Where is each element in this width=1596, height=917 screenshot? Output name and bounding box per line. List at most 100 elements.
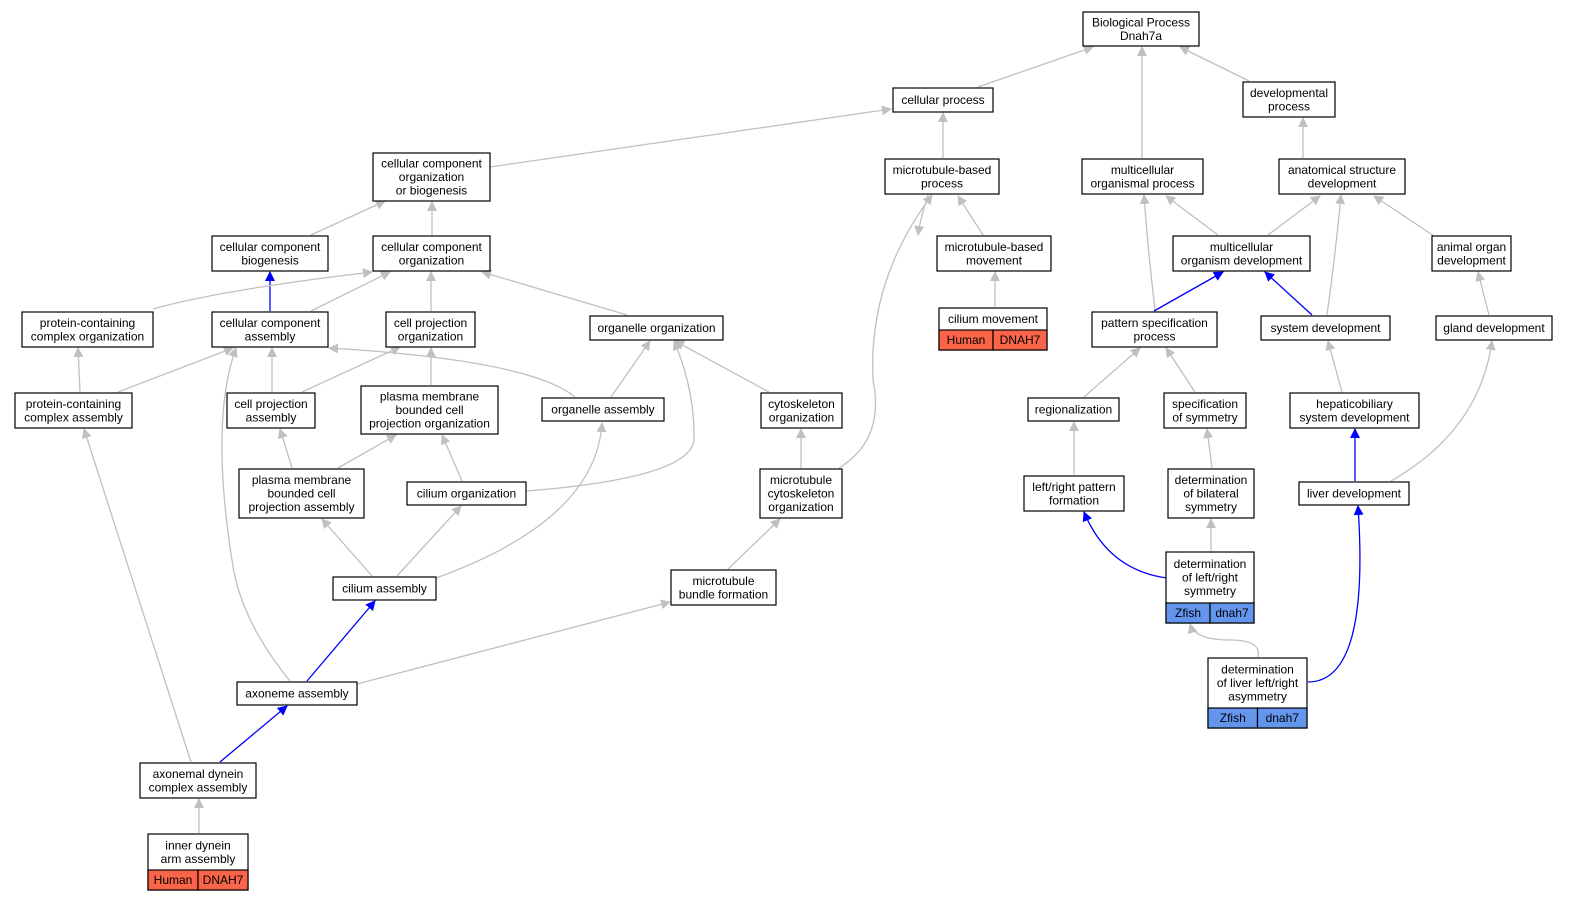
term-label-line: microtubule — [692, 574, 754, 588]
term-label-line: process — [921, 176, 963, 190]
term-label-line: regionalization — [1035, 403, 1112, 417]
term-label-line: organelle organization — [597, 321, 715, 335]
species-cell-label: Zfish — [1220, 711, 1246, 725]
term-label-line: determination — [1174, 557, 1247, 571]
term-label-line: cellular component — [381, 240, 482, 254]
term-box — [670, 569, 777, 606]
term-box — [884, 158, 1000, 195]
term-box — [21, 311, 154, 348]
term-box — [589, 315, 724, 341]
term-label-line: specification — [1172, 397, 1238, 411]
term-label-line: cell projection — [394, 316, 467, 330]
gene-cell-label: DNAH7 — [1000, 333, 1041, 347]
term-label-line: cilium assembly — [342, 582, 427, 596]
term-label-line: bounded cell — [267, 487, 335, 501]
term-box — [332, 576, 437, 601]
term-label-line: development — [1437, 253, 1506, 267]
is-a-edge — [117, 346, 234, 393]
is-a-edge-highlighted — [1082, 511, 1168, 579]
term-box — [139, 762, 257, 799]
term-box — [541, 397, 665, 422]
term-box — [936, 235, 1052, 272]
go-term-system-development[interactable]: system development — [1260, 315, 1391, 341]
is-a-edge — [1165, 347, 1196, 393]
go-term-organelle-organization[interactable]: organelle organization — [589, 315, 724, 341]
term-label-line: bounded cell — [395, 403, 463, 417]
term-label-line: biogenesis — [241, 253, 298, 267]
go-term-cellular-process[interactable]: cellular process — [892, 87, 994, 113]
go-term-cilium-organization[interactable]: cilium organization — [406, 481, 527, 506]
is-a-edge — [1475, 271, 1490, 316]
term-box — [226, 392, 316, 429]
gene-cell — [1209, 602, 1255, 624]
term-label-line: Biological Process — [1092, 15, 1190, 29]
term-label-line: microtubule-based — [893, 163, 992, 177]
term-box — [372, 235, 491, 272]
term-label-line: assembly — [246, 410, 297, 424]
is-a-edge — [957, 195, 984, 236]
term-label-line: organization — [768, 500, 833, 514]
term-label-line: animal organ — [1437, 240, 1506, 254]
is-a-edge — [73, 347, 84, 393]
term-box — [1027, 397, 1120, 422]
is-a-edge — [489, 105, 892, 168]
term-label-line: anatomical structure — [1288, 163, 1396, 177]
term-box — [1091, 311, 1218, 348]
go-term-cilium-assembly[interactable]: cilium assembly — [332, 576, 437, 601]
term-box — [1081, 158, 1204, 195]
go-term-organelle-assembly[interactable]: organelle assembly — [541, 397, 665, 422]
term-label-line: system development — [1299, 410, 1410, 424]
gene-cell — [1256, 707, 1308, 729]
term-box — [1023, 475, 1125, 512]
go-term-gland-development[interactable]: gland development — [1435, 315, 1553, 341]
term-label-line: system development — [1270, 321, 1381, 335]
term-label-line: organization — [398, 329, 463, 343]
term-label-line: cytoskeleton — [768, 487, 835, 501]
is-a-edge — [441, 434, 463, 482]
term-label-line: complex organization — [31, 329, 144, 343]
species-cell-label: Human — [947, 333, 986, 347]
go-term-axoneme-assembly[interactable]: axoneme assembly — [236, 681, 358, 706]
term-label-line: cellular component — [220, 316, 321, 330]
go-term-regionalization[interactable]: regionalization — [1027, 397, 1120, 422]
is-a-edge — [356, 599, 671, 685]
term-label-line: axonemal dynein — [153, 767, 244, 781]
is-a-edge — [1390, 340, 1496, 482]
gene-cell-label: dnah7 — [1266, 711, 1300, 725]
term-box — [211, 311, 329, 348]
go-term-liver-development[interactable]: liver development — [1298, 481, 1410, 506]
is-a-edge — [337, 434, 397, 469]
is-a-edge — [321, 518, 373, 577]
